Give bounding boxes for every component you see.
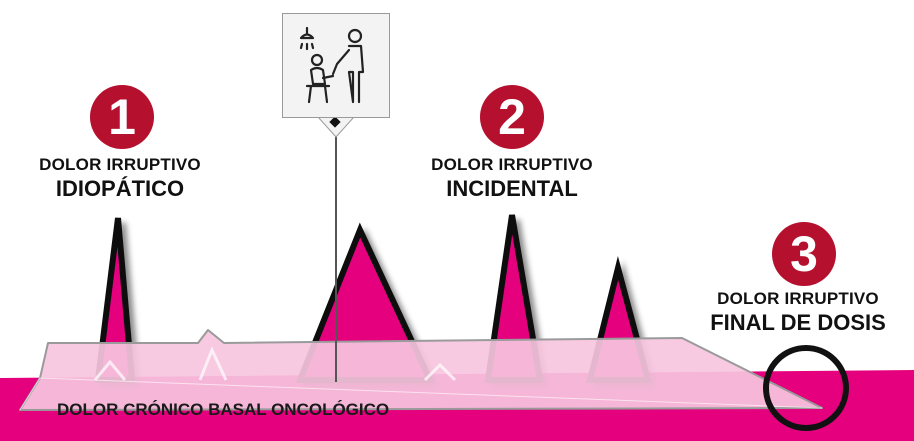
shower-assistance-icon (299, 26, 365, 104)
episode-1-label: DOLOR IRRUPTIVO IDIOPÁTICO (20, 155, 220, 201)
baseline-band-inner (19, 377, 823, 411)
episode-1-line1: DOLOR IRRUPTIVO (39, 155, 201, 174)
episode-3-number-badge: 3 (772, 222, 836, 286)
baseline-label: DOLOR CRÓNICO BASAL ONCOLÓGICO (57, 400, 390, 419)
episode-2-line2: INCIDENTAL (446, 175, 578, 201)
shower-assistance-icon-box (282, 13, 390, 118)
end-of-dose-circle (763, 345, 849, 431)
episode-2-line1: DOLOR IRRUPTIVO (431, 155, 593, 174)
episode-3-line2: FINAL DE DOSIS (710, 309, 886, 335)
episode-2-number-badge: 2 (480, 85, 544, 149)
baseline-band (19, 329, 823, 411)
episode-2-label: DOLOR IRRUPTIVO INCIDENTAL (412, 155, 612, 201)
episode-1-number-badge: 1 (90, 85, 154, 149)
episode-3-line1: DOLOR IRRUPTIVO (717, 289, 879, 308)
episode-1-line2: IDIOPÁTICO (55, 175, 185, 201)
episode-3-label: DOLOR IRRUPTIVO FINAL DE DOSIS (686, 289, 910, 335)
band-bumps (93, 346, 457, 382)
